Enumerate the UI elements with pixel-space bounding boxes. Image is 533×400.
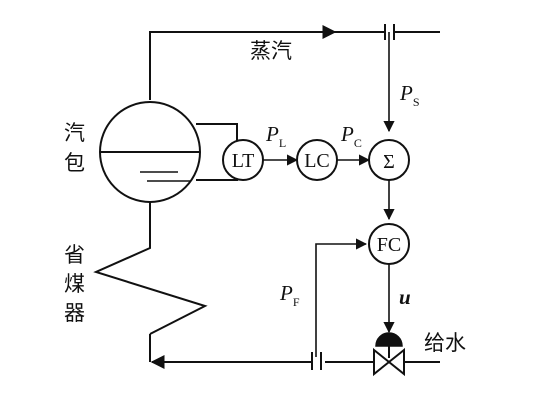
lt-upper-tap: [196, 123, 238, 146]
steam-drum: [99, 101, 201, 203]
feedwater-line: [149, 334, 440, 370]
economizer-label-2: 煤: [64, 272, 85, 296]
u-label: u: [399, 285, 411, 309]
pc-label: PC: [340, 122, 362, 150]
drum-label-1: 汽: [64, 121, 85, 145]
steam-line: [149, 24, 440, 100]
feedwater-control-valve: [373, 332, 405, 377]
summer-label: Σ: [383, 151, 395, 173]
economizer-label-3: 器: [64, 301, 85, 325]
lc-label: LC: [304, 150, 330, 172]
pf-label: PF: [279, 281, 300, 309]
economizer-label-1: 省: [64, 243, 85, 267]
pl-label: PL: [265, 122, 286, 150]
steam-label: 蒸汽: [250, 39, 292, 63]
feedwater-label: 给水: [424, 331, 466, 355]
pf-signal-line: [315, 238, 368, 357]
economizer-coil: [93, 202, 208, 335]
drum-label-2: 包: [64, 151, 85, 175]
fc-label: FC: [377, 234, 401, 256]
lt-label: LT: [232, 150, 255, 172]
ps-label: PS: [399, 81, 420, 109]
